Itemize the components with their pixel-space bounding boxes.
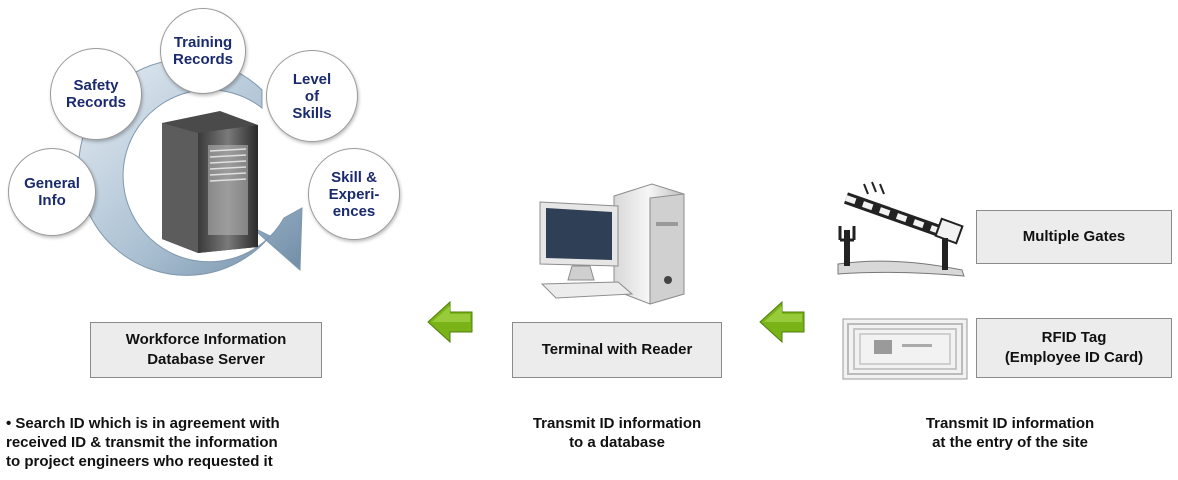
bubble-general-info: General Info bbox=[8, 148, 96, 236]
bubble-level-of-skills: Level of Skills bbox=[266, 50, 358, 142]
terminal-caption: Transmit ID information to a database bbox=[532, 415, 702, 451]
bubble-skill-experiences: Skill & Experi- ences bbox=[308, 148, 400, 240]
server-tower-icon bbox=[162, 111, 258, 253]
gate-barrier-icon bbox=[837, 181, 965, 277]
bubble-safety-records: Safety Records bbox=[50, 48, 142, 140]
gate-caption: Transmit ID information at the entry of … bbox=[925, 415, 1095, 451]
rfid-tag-label: RFID Tag (Employee ID Card) bbox=[976, 318, 1172, 378]
database-server-caption: • Search ID which is in agreement with r… bbox=[6, 415, 280, 470]
database-server-label: Workforce Information Database Server bbox=[90, 322, 322, 378]
bubble-training-records: Training Records bbox=[160, 8, 246, 94]
left-arrow-icon bbox=[427, 300, 473, 344]
rfid-tag-icon bbox=[842, 318, 968, 380]
terminal-computer-icon bbox=[539, 183, 685, 305]
left-arrow-icon bbox=[759, 300, 805, 344]
multiple-gates-label: Multiple Gates bbox=[976, 210, 1172, 264]
terminal-label: Terminal with Reader bbox=[512, 322, 722, 378]
